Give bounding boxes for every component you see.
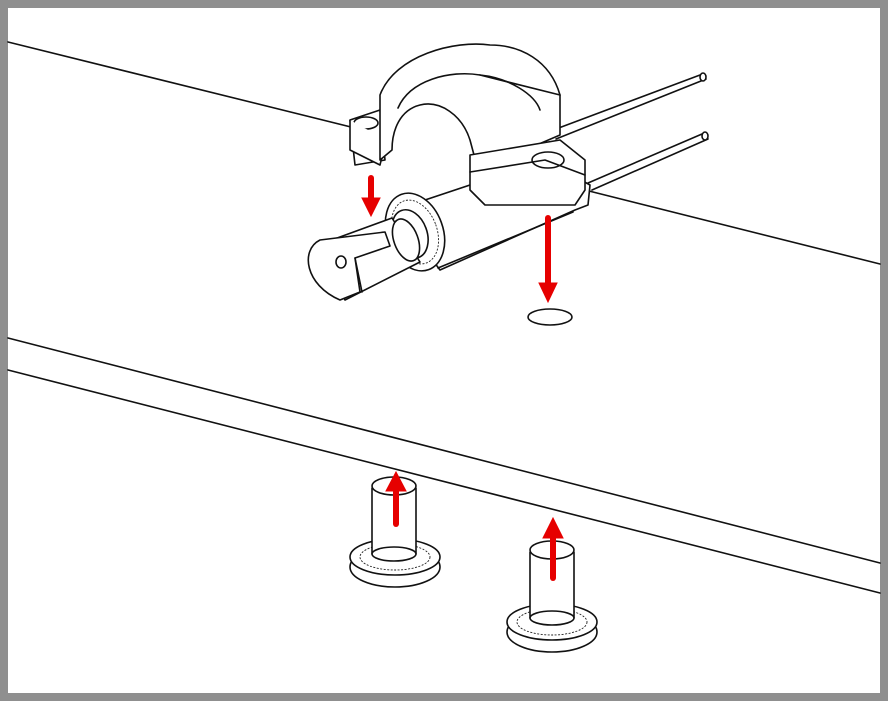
screw-left (349, 476, 441, 588)
arrow-clamp-down (361, 175, 381, 218)
lower-panel-edge-bottom (7, 369, 881, 594)
upper-panel-edge-right (584, 189, 881, 265)
clamp-bracket (349, 43, 586, 206)
arrow-screw-left-up (385, 470, 407, 527)
arrow-hole-down (538, 215, 558, 304)
lower-panel-edge-top (7, 337, 881, 564)
upper-panel (7, 41, 881, 265)
arrows (361, 175, 564, 581)
upper-panel-edge-left (7, 41, 356, 129)
mounting-hole (527, 308, 573, 326)
screw (349, 476, 598, 653)
lead-wire (547, 72, 709, 191)
lower-panel (7, 337, 881, 594)
arrow-screw-right-up (542, 516, 564, 581)
